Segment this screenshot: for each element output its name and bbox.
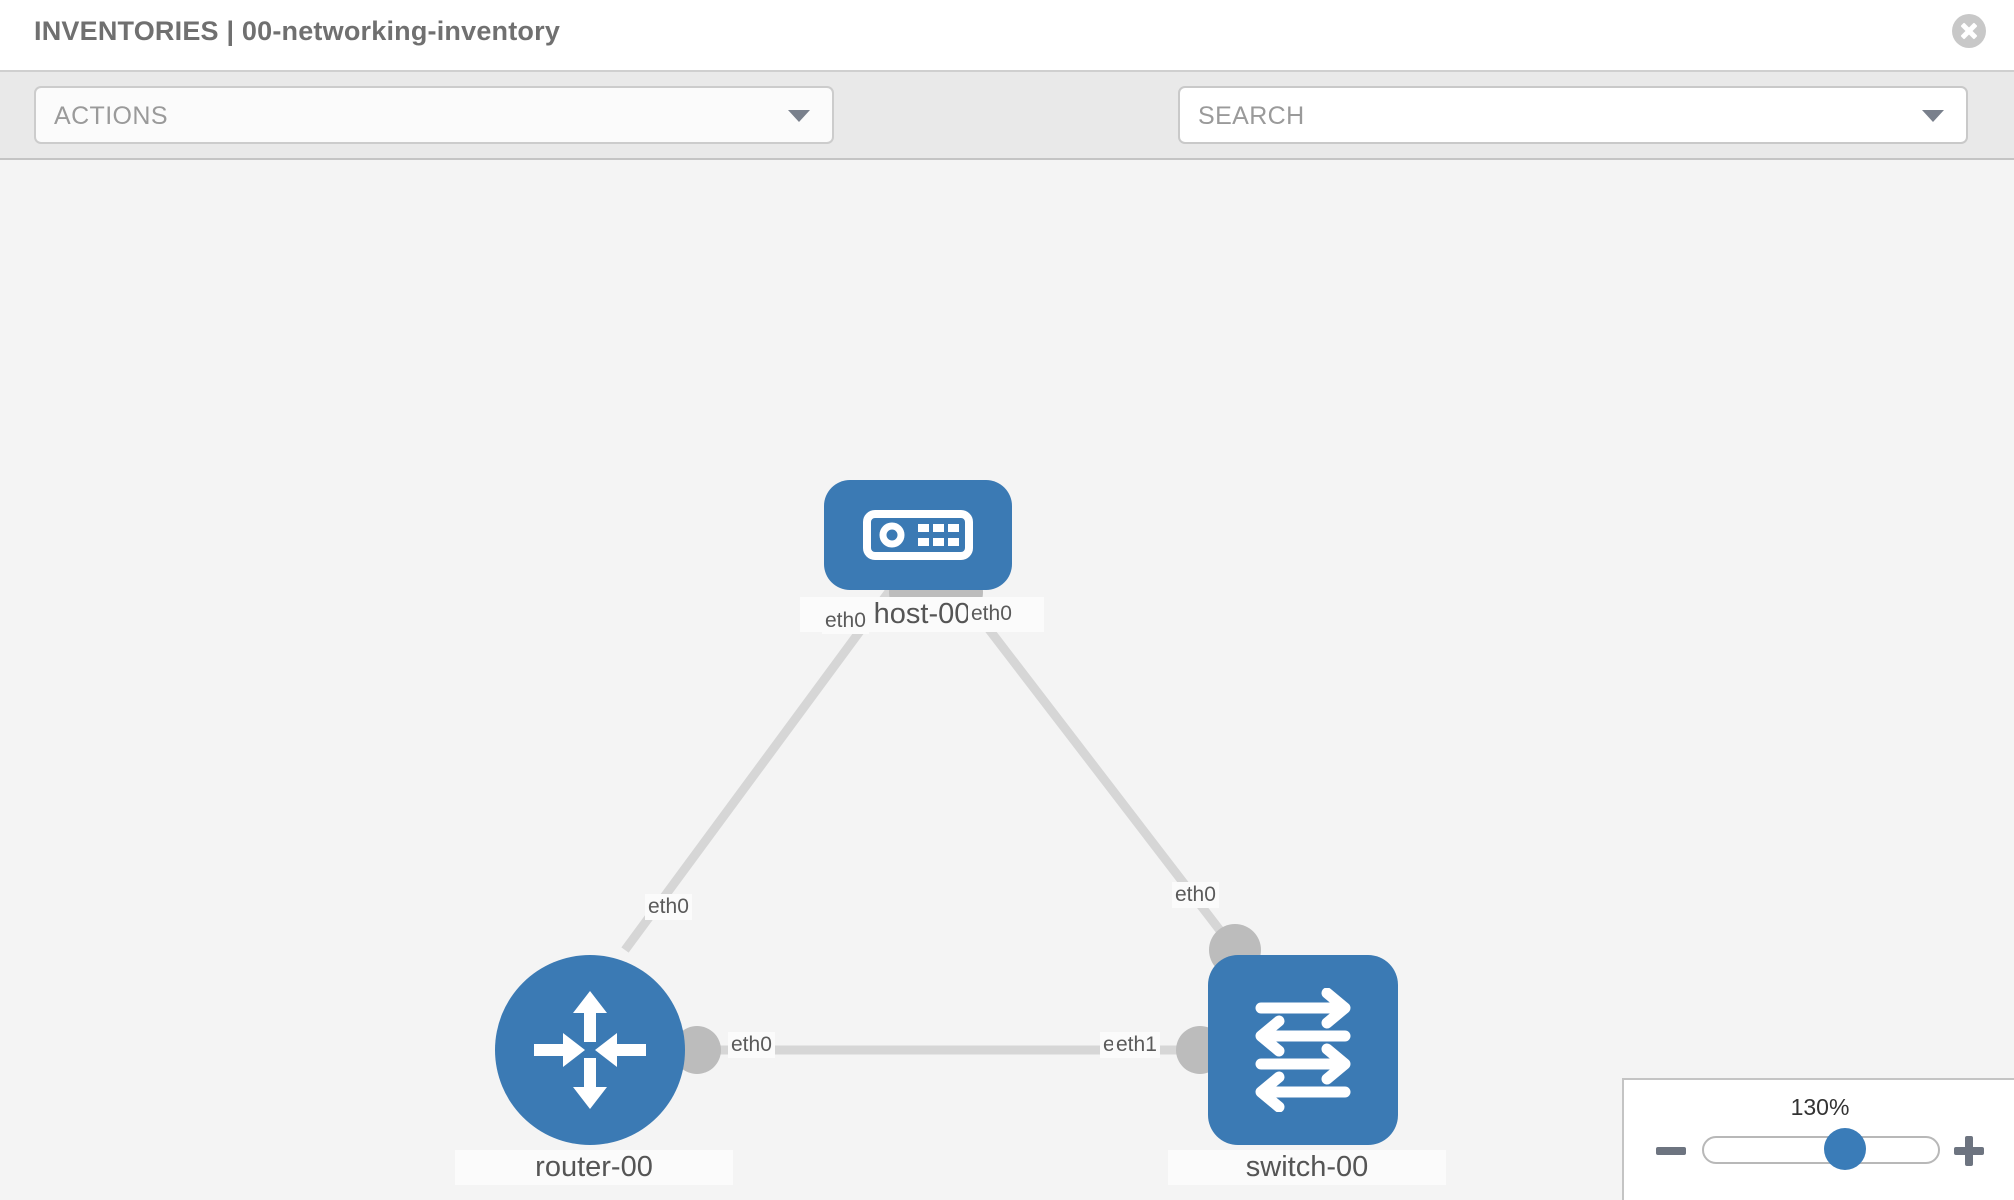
- chevron-down-icon[interactable]: [1922, 110, 1944, 122]
- node-switch-00[interactable]: switch-00: [1168, 955, 1446, 1185]
- toolbar: ACTIONS: [0, 70, 2014, 204]
- edge-label-host-switch-near-switch: eth0: [1172, 882, 1219, 908]
- edge-label-host-router-near-router: eth0: [645, 894, 692, 920]
- zoom-out-button[interactable]: [1656, 1136, 1686, 1166]
- edge-label-host-switch-near-host: eth0: [968, 601, 1015, 627]
- edge-label-router-switch-near-router: eth0: [728, 1032, 775, 1058]
- node-switch-00-shape[interactable]: [1208, 955, 1398, 1145]
- actions-dropdown[interactable]: ACTIONS: [34, 86, 834, 144]
- node-host-00-shape[interactable]: [824, 480, 1012, 590]
- close-icon[interactable]: [1952, 14, 1986, 48]
- page-title: INVENTORIES | 00-networking-inventory: [34, 16, 561, 46]
- edge-label-router-switch-eth1: eth1: [1113, 1032, 1160, 1058]
- plus-icon-vertical: [1965, 1136, 1973, 1166]
- switch-arrows-icon: [1255, 988, 1351, 1112]
- node-router-00[interactable]: router-00: [455, 955, 733, 1185]
- node-switch-00-label: switch-00: [1168, 1150, 1446, 1185]
- server-device-icon: [863, 510, 973, 560]
- edge-label-host-router-near-host: eth0: [822, 608, 869, 634]
- topology-graph: [621, 564, 1261, 1074]
- node-router-00-shape[interactable]: [495, 955, 685, 1145]
- actions-dropdown-label: ACTIONS: [54, 102, 168, 130]
- search-input[interactable]: [1196, 88, 1900, 144]
- page-header: INVENTORIES | 00-networking-inventory: [0, 0, 2014, 70]
- connector-router-right[interactable]: [673, 1026, 721, 1074]
- node-host-00[interactable]: host-00: [800, 480, 1044, 632]
- router-four-arrows-icon: [534, 991, 646, 1109]
- topology-canvas[interactable]: host-00 router-00: [0, 160, 2014, 1200]
- zoom-slider-track[interactable]: [1702, 1136, 1940, 1164]
- zoom-control-panel: 130%: [1622, 1078, 2014, 1200]
- chevron-down-icon: [788, 110, 810, 122]
- zoom-in-button[interactable]: [1954, 1136, 1984, 1166]
- zoom-slider-thumb[interactable]: [1823, 1128, 1866, 1170]
- search-field[interactable]: [1178, 86, 1968, 144]
- zoom-level-value: 130%: [1790, 1094, 1850, 1120]
- minus-icon: [1656, 1147, 1686, 1155]
- node-router-00-label: router-00: [455, 1150, 733, 1185]
